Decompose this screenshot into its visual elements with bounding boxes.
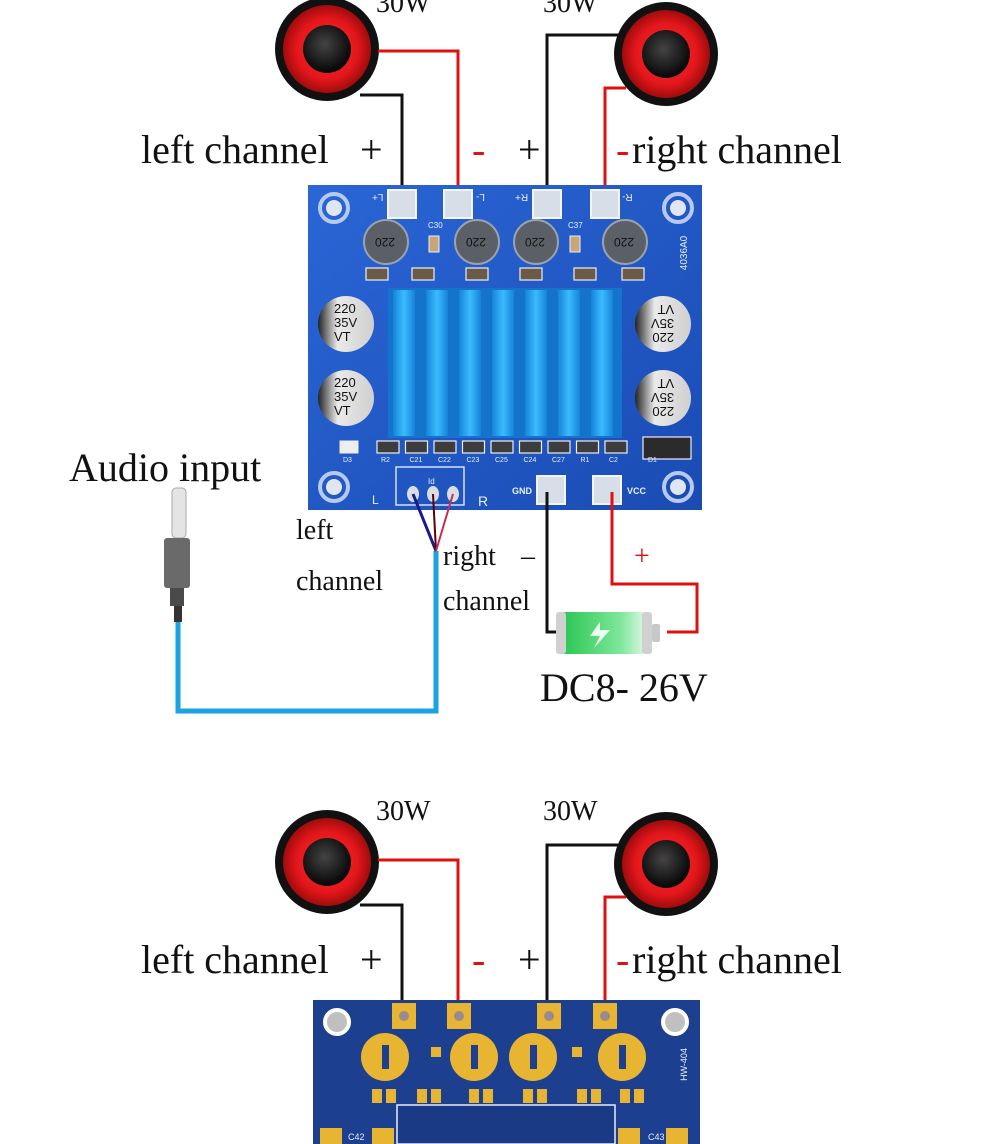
heatsink-fin [492, 290, 514, 436]
wire-left-positive [360, 93, 404, 205]
amplifier-board-bare [313, 1000, 700, 1144]
left-channel-input-line2: channel [296, 566, 384, 597]
terminal-l-minus: L- [476, 191, 485, 202]
terminal-r-minus: R- [622, 191, 633, 202]
input-header-label: Id [428, 477, 435, 486]
electrolytic-label: 220 35V VT [334, 301, 358, 344]
board-model: 4036A0 [679, 235, 691, 271]
audio-jack-icon [164, 487, 190, 622]
smd-component [376, 440, 400, 454]
inductor-label: 220 [614, 235, 635, 249]
heatsink-fin [558, 290, 580, 436]
left-plus-label: + [360, 127, 383, 172]
electrolytic-label: 220 35V VT [651, 376, 675, 419]
speaker-left-icon [275, 0, 379, 101]
mounting-hole [318, 192, 694, 503]
vcc-label: VCC [627, 486, 647, 496]
speaker-left-power: 30W [376, 0, 431, 19]
left-channel-label: left channel [141, 127, 329, 172]
heatsink [388, 288, 622, 438]
voltage-label: DC8- 26V [540, 665, 708, 710]
speaker-right-power: 30W [543, 0, 598, 19]
heatsink-fin [426, 290, 448, 436]
component-label: C24 [523, 457, 537, 464]
right-channel-bottom-label: right channel [632, 937, 842, 982]
cap-c43: C43 [648, 1132, 665, 1142]
smd-component [461, 440, 486, 454]
left-channel-bottom-label: left channel [141, 937, 329, 982]
speaker-terminals [387, 189, 620, 219]
component-label: C22 [438, 457, 451, 464]
speaker-right-bottom-icon [614, 812, 718, 916]
right-channel-label: right channel [632, 127, 842, 172]
cap-c37: C37 [568, 221, 583, 230]
right-minus-label: - [616, 127, 630, 172]
inductor-label: 220 [466, 235, 487, 249]
wire-left-negative [378, 49, 460, 205]
heatsink-fin [459, 290, 481, 436]
right-minus-bottom-label: - [616, 937, 630, 982]
inductor-label: 220 [525, 235, 546, 249]
inductor-label: 220 [375, 235, 396, 249]
right-channel-input-line1: right [443, 541, 496, 572]
board-bottom-model: HW-404 [678, 1048, 689, 1081]
terminal-r-plus: R+ [515, 191, 529, 202]
cap-c42: C42 [348, 1132, 365, 1142]
component-label: C27 [552, 457, 565, 464]
right-plus-label: + [518, 127, 541, 172]
amplifier-board [308, 185, 702, 510]
speaker-left-bottom-power: 30W [376, 796, 431, 827]
component-label: D3 [343, 457, 352, 464]
component-label: C23 [466, 457, 480, 464]
wire-vcc [610, 492, 699, 634]
smd-component [547, 440, 571, 454]
smd-component [518, 440, 543, 454]
right-channel-input-line2: channel [443, 586, 531, 617]
electrolytic-label: 220 35V VT [651, 302, 675, 345]
smd-component [490, 440, 514, 454]
component-label: R1 [580, 457, 590, 464]
gnd-label: GND [512, 486, 532, 496]
speaker-right-bottom-power: 30W [543, 796, 598, 827]
component-label: C25 [495, 457, 508, 464]
component-label: D1 [648, 457, 657, 464]
battery-icon [556, 612, 660, 654]
audio-input-title: Audio input [69, 445, 262, 490]
heatsink-fin [393, 290, 415, 436]
left-minus-bottom-label: - [472, 937, 486, 982]
electrolytic-capacitor [318, 296, 691, 426]
wire-gnd [545, 492, 556, 634]
inductor [363, 219, 648, 265]
smd-component [433, 440, 457, 454]
speaker-left-bottom-icon [275, 810, 379, 914]
power-plus-label: + [634, 541, 650, 572]
smd-component [575, 440, 600, 454]
electrolytic-label: 220 35V VT [334, 375, 358, 418]
wire-right-negative [603, 86, 626, 205]
cap-c30: C30 [428, 221, 443, 230]
power-minus-label: – [521, 541, 535, 572]
input-right-mark: R [478, 493, 489, 509]
component-label: R2 [381, 457, 390, 464]
input-left-mark: L [372, 493, 379, 507]
terminal-l-plus: L+ [372, 191, 384, 202]
smd-component [404, 440, 429, 454]
right-plus-bottom-label: + [518, 937, 541, 982]
heatsink-fin [591, 290, 613, 436]
left-minus-label: - [472, 127, 486, 172]
component-label: C2 [609, 457, 618, 464]
heatsink-fin [525, 290, 547, 436]
speaker-right-icon [614, 2, 718, 106]
smd-component [604, 440, 628, 454]
left-channel-input-line1: left [296, 515, 334, 546]
audio-cable [175, 551, 439, 714]
component-label: C21 [409, 457, 423, 464]
wire-right-positive [545, 33, 618, 205]
left-plus-bottom-label: + [360, 937, 383, 982]
